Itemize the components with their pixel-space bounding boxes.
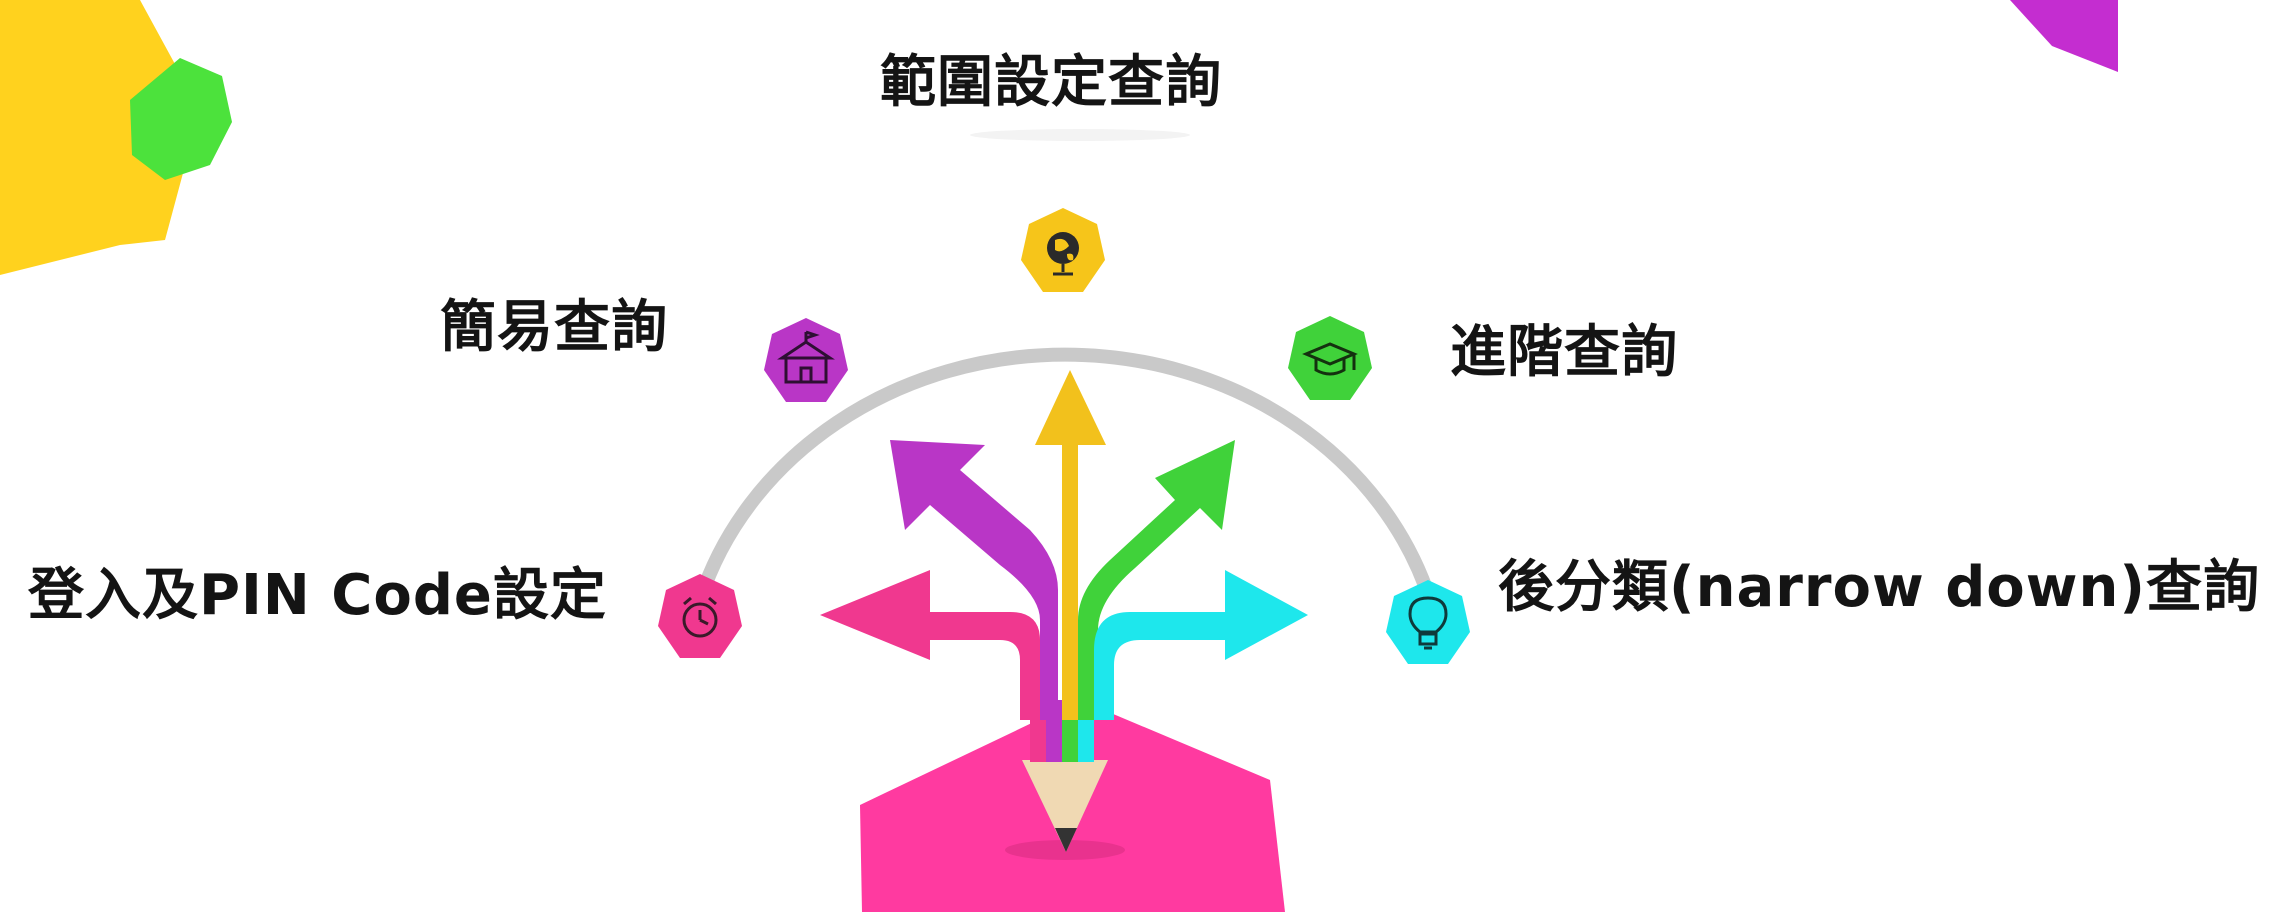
arrow-up bbox=[1035, 370, 1106, 720]
corner-purple-shape bbox=[2010, 0, 2118, 72]
label-post-classification: 後分類(narrow down)查詢 bbox=[1498, 555, 2260, 620]
globe-icon bbox=[1047, 232, 1079, 276]
connection-arc bbox=[693, 347, 1437, 607]
label-simple-query: 簡易查詢 bbox=[440, 295, 668, 360]
node-advanced bbox=[1288, 316, 1372, 400]
label-login-pin: 登入及PIN Code設定 bbox=[28, 563, 607, 628]
arrow-left bbox=[820, 570, 1040, 720]
node-simple bbox=[764, 318, 848, 402]
label-advanced-query: 進階查詢 bbox=[1450, 320, 1678, 385]
school-icon bbox=[777, 330, 835, 384]
corner-green-heptagon bbox=[130, 58, 232, 180]
alarm-clock-icon bbox=[682, 596, 718, 638]
arrow-up-left bbox=[890, 440, 1058, 720]
graduation-cap-icon bbox=[1302, 342, 1358, 376]
corner-yellow-hexagon bbox=[0, 0, 200, 275]
lightbulb-icon bbox=[1408, 596, 1448, 650]
node-post bbox=[1386, 580, 1470, 664]
arrow-right bbox=[1094, 570, 1308, 720]
node-login bbox=[658, 574, 742, 658]
label-scope-query: 範圍設定查詢 bbox=[880, 50, 1222, 115]
node-scope bbox=[1021, 208, 1105, 292]
top-label-shadow bbox=[970, 129, 1190, 141]
arrow-up-right bbox=[1078, 440, 1235, 720]
